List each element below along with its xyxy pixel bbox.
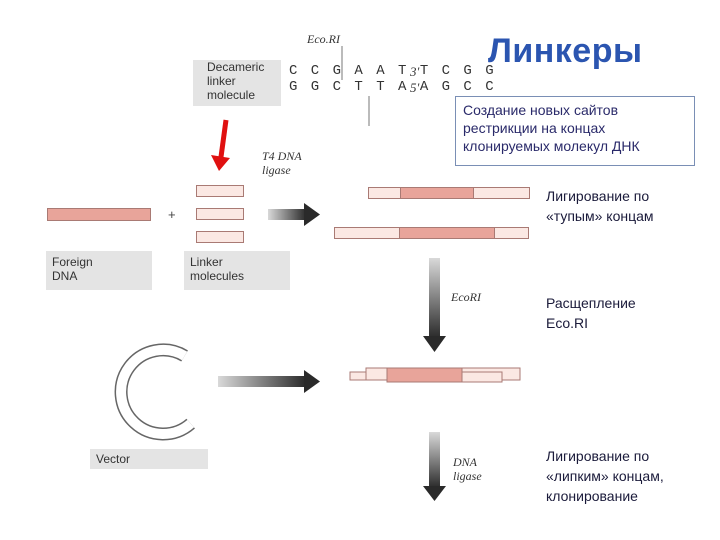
ligated-product-top bbox=[368, 187, 530, 199]
ligated-product-bottom bbox=[334, 227, 529, 239]
foreign-dna-bar bbox=[47, 208, 151, 221]
decameric-label-line: Decameric bbox=[207, 60, 265, 74]
decameric-label-line: linker bbox=[207, 74, 236, 88]
sequence-top-strand: C C G A A T T C G G bbox=[289, 63, 497, 79]
step-blunt-ligation: Лигирование по «тупым» концам bbox=[546, 186, 654, 226]
linker-molecule bbox=[196, 208, 244, 220]
down-arrow-ecori bbox=[423, 258, 446, 352]
ligated-product-insert bbox=[400, 187, 474, 199]
down-arrow-ligase bbox=[423, 432, 446, 501]
step-line: клонирование bbox=[546, 488, 638, 504]
t4-ligase-line: ligase bbox=[262, 163, 291, 177]
right-arrow-ligation bbox=[268, 203, 320, 226]
sequence-top-end: 3' bbox=[410, 64, 420, 79]
page-title: Линкеры bbox=[488, 32, 643, 70]
t4-ligase-label: T4 DNA ligase bbox=[262, 149, 302, 177]
dna-ligase-label: DNA ligase bbox=[453, 455, 482, 483]
t4-ligase-line: T4 DNA bbox=[262, 149, 302, 163]
step-line: Лигирование по bbox=[546, 448, 650, 464]
foreign-dna-label: Foreign DNA bbox=[46, 251, 152, 290]
foreign-dna-label-line: DNA bbox=[52, 269, 78, 283]
step-sticky-ligation: Лигирование по «липким» концам, клониров… bbox=[546, 446, 664, 506]
vector-label: Vector bbox=[90, 449, 208, 469]
linker-molecule bbox=[196, 231, 244, 243]
step-line: «липким» концам, bbox=[546, 468, 664, 484]
step-line: Eco.RI bbox=[546, 315, 589, 331]
dna-ligase-line: ligase bbox=[453, 469, 482, 483]
decameric-label-box: Decameric linker molecule bbox=[193, 60, 281, 106]
plus-sign: + bbox=[168, 207, 176, 222]
step-line: «тупым» концам bbox=[546, 208, 654, 224]
step-line: Лигирование по bbox=[546, 188, 650, 204]
foreign-dna-label-line: Foreign bbox=[52, 255, 93, 269]
sequence-bottom-strand: G G C T T A A G C C bbox=[289, 79, 497, 95]
red-down-arrow bbox=[211, 119, 230, 171]
right-arrow-vector bbox=[218, 370, 320, 393]
ecori-site-label: Eco.RI bbox=[307, 32, 340, 46]
ligated-product-insert bbox=[399, 227, 495, 239]
linker-molecule bbox=[196, 185, 244, 197]
vector-plasmid bbox=[114, 343, 195, 441]
decameric-label-line: molecule bbox=[207, 88, 256, 102]
sequence-bottom-end: 5' bbox=[410, 80, 420, 95]
linker-molecules-label: Linker molecules bbox=[184, 251, 290, 290]
dna-ligase-line: DNA bbox=[453, 455, 477, 469]
linker-molecules-label-line: Linker bbox=[190, 255, 223, 269]
ecori-arrow-label: EcoRI bbox=[451, 290, 481, 304]
sticky-end-fragment bbox=[349, 367, 521, 383]
step-ecori-digest: Расщепление Eco.RI bbox=[546, 293, 636, 333]
step-line: Расщепление bbox=[546, 295, 636, 311]
linker-molecules-label-line: molecules bbox=[190, 269, 245, 283]
note-box: Создание новых сайтов рестрикции на конц… bbox=[455, 96, 695, 166]
